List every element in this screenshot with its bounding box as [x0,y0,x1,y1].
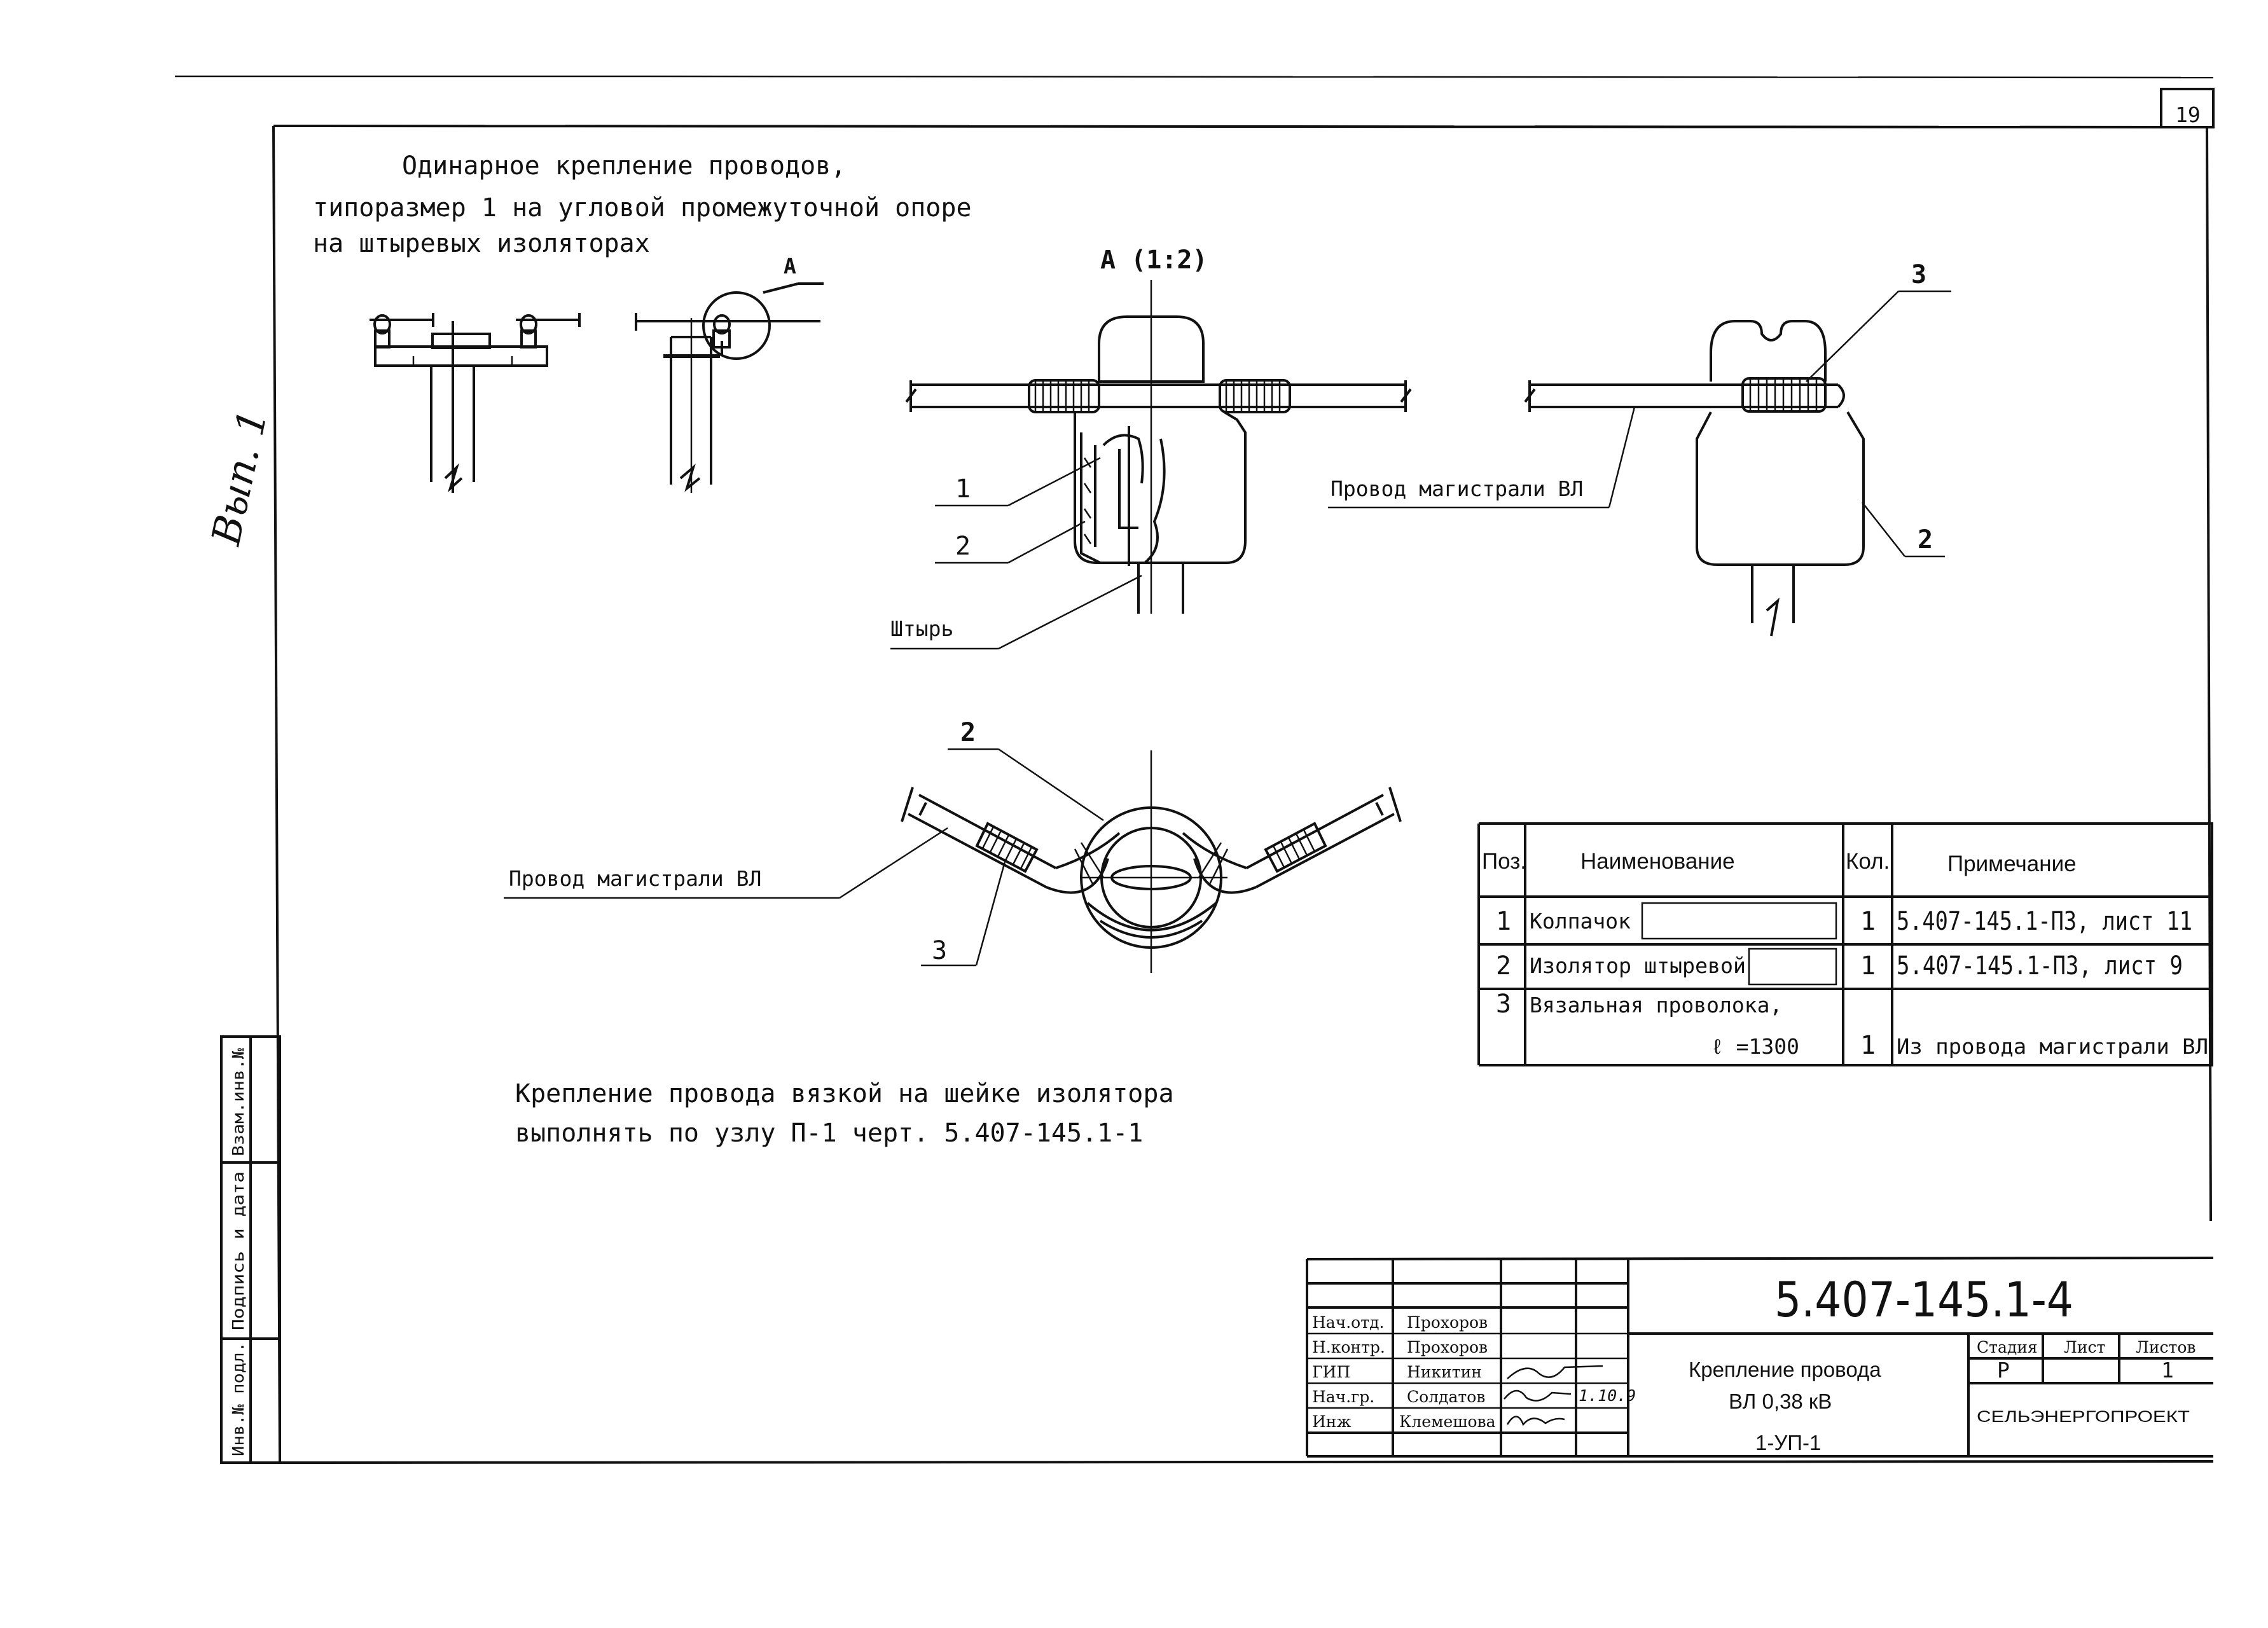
callout-2-plan: 2 [960,718,976,747]
note-line-1: Крепление провода вязкой на шейке изолят… [515,1079,1174,1108]
role-2: Н.контр. [1312,1338,1385,1356]
organization: СЕЛЬЭНЕРГОПРОЕКТ [1977,1408,2190,1426]
binding-coil-side [1741,377,1827,413]
crossarm-front-view [370,313,581,493]
stamp-sign-date: Подпись и дата [229,1171,247,1330]
view-a-callouts: 1 2 Штырь [890,457,1142,650]
name-5: Клемешова [1399,1412,1496,1431]
row1-qty: 1 [1860,907,1876,936]
row3-length: ℓ =1300 [1711,1034,1799,1059]
left-margin-stamp: Инв.№ подл. Подпись и дата Взам.инв.№ [220,1035,281,1464]
plan-coil-left [975,822,1039,873]
drawing-title-1: Крепление провода [1689,1358,1881,1381]
stage-label: Стадия [1977,1338,2038,1356]
row2-qty: 1 [1860,951,1876,981]
document-code: 5.407-145.1-4 [1774,1271,2073,1328]
pin-label: Штырь [890,616,953,641]
sheet-label: Лист [2064,1338,2105,1356]
row1-note: 5.407-145.1-ПЗ, лист 11 [1897,907,2192,936]
th-name: Наименование [1580,849,1735,874]
row2-name: Изолятор штыревой [1530,953,1746,978]
stage-value: Р [1997,1358,2010,1383]
title-block: 5.407-145.1-4 Нач.отд. Прохоров Н.контр.… [1306,1257,2214,1458]
name-4: Солдатов [1407,1388,1485,1406]
caption-line-2: типоразмер 1 на угловой промежуточной оп… [313,193,972,223]
side-view-callouts: 3 Провод магистрали ВЛ 2 [1328,260,1951,558]
row2-note: 5.407-145.1-ПЗ, лист 9 [1897,951,2183,981]
role-3: ГИП [1312,1363,1350,1381]
name-1: Прохоров [1407,1313,1488,1332]
row3-name: Вязальная проволока, [1530,993,1782,1018]
sheet-number: 19 [2175,102,2201,127]
signatures: 1.10.9 [1504,1365,1636,1426]
plan-view [901,750,1402,973]
specification-table: Поз. Наименование Кол. Примечание 1 Колп… [1477,822,2213,1066]
th-qty: Кол. [1846,849,1890,874]
sheets-value: 1 [2161,1358,2174,1383]
sheets-label: Листов [2136,1338,2195,1356]
role-5: Инж [1312,1412,1351,1431]
side-detail-view [1524,320,1865,637]
th-pos: Поз. [1482,849,1526,874]
stamp-replace-inv: Взам.инв.№ [229,1048,247,1156]
handwritten-margin-note: Вып. 1 [202,406,276,549]
callout-1: 1 [955,474,971,504]
wire-label-right: Провод магистрали ВЛ [1331,476,1583,501]
view-a-title: А (1:2) [1100,245,1208,275]
date-mark: 1.10.9 [1579,1386,1636,1405]
drawing-title-2: ВЛ 0,38 кВ [1729,1390,1832,1413]
binding-coil-right [1219,379,1291,413]
sheet-frame: 19 [175,75,2215,1464]
callout-2-right: 2 [1918,525,1933,555]
plan-coil-right [1264,822,1327,873]
assembly-note: Крепление провода вязкой на шейке изолят… [515,1079,1174,1148]
callout-2: 2 [955,532,971,561]
table-row: 3 Вязальная проволока, ℓ =1300 1 Из пров… [1496,990,2208,1060]
th-note: Примечание [1947,852,2077,876]
caption-line-1: Одинарное крепление проводов, [402,151,846,181]
table-row: 2 Изолятор штыревой 1 5.407-145.1-ПЗ, ли… [1496,948,2183,986]
table-row: 1 Колпачок 1 5.407-145.1-ПЗ, лист 11 [1496,902,2192,940]
role-1: Нач.отд. [1312,1313,1384,1332]
name-2: Прохоров [1407,1338,1488,1356]
drawing-caption: Одинарное крепление проводов, типоразмер… [313,151,972,258]
view-a-detail: А (1:2) [905,245,1412,614]
row3-qty: 1 [1860,1031,1876,1060]
callout-3-plan: 3 [932,936,947,965]
row3-note: Из провода магистрали ВЛ [1897,1034,2208,1059]
note-line-2: выполнять по узлу П-1 черт. 5.407-145.1-… [515,1119,1143,1148]
name-3: Никитин [1407,1363,1482,1381]
stamp-inv-no: Инв.№ подл. [229,1342,247,1456]
caption-line-3: на штыревых изоляторах [313,229,650,258]
row3-pos: 3 [1496,990,1511,1019]
row1-name: Колпачок [1530,909,1631,934]
drawing-title-3: 1-УП-1 [1755,1431,1821,1454]
crossarm-side-view: А [635,254,824,493]
plan-view-callouts: 2 Провод магистрали ВЛ 3 [504,718,1104,967]
row2-pos: 2 [1496,951,1511,981]
detail-a-marker: А [784,254,796,279]
binding-coil-left [1028,379,1100,413]
row1-pos: 1 [1496,907,1511,936]
role-4: Нач.гр. [1312,1388,1374,1406]
callout-3-top: 3 [1911,260,1926,289]
wire-label-bottom: Провод магистрали ВЛ [509,866,761,891]
